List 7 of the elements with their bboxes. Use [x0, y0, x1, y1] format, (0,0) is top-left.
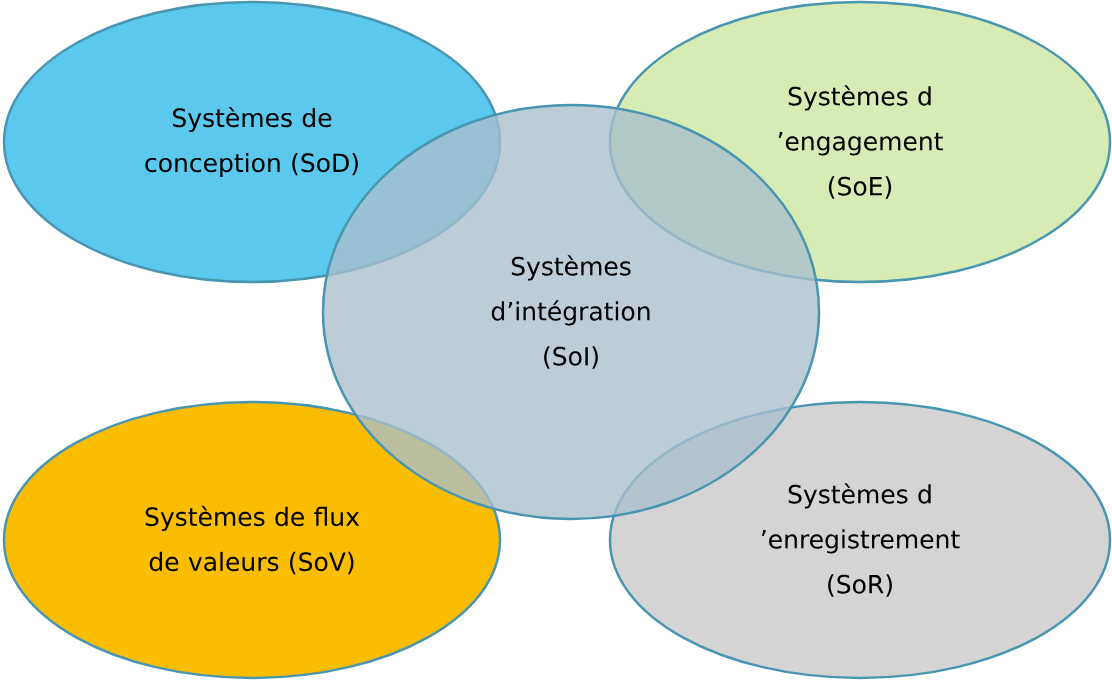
node-label: Systèmes de flux de valeurs (SoV)	[145, 505, 360, 575]
node-label: Systèmes de conception (SoD)	[145, 106, 358, 178]
node-label: Systèmes d ’enregistrement (SoR)	[762, 483, 960, 597]
node-label: Systèmes d ’engagement (SoE)	[778, 85, 943, 199]
ellipse	[608, 400, 1112, 680]
node-label: Systèmes d’intégration (SoI)	[491, 255, 650, 369]
ellipse	[2, 400, 502, 680]
